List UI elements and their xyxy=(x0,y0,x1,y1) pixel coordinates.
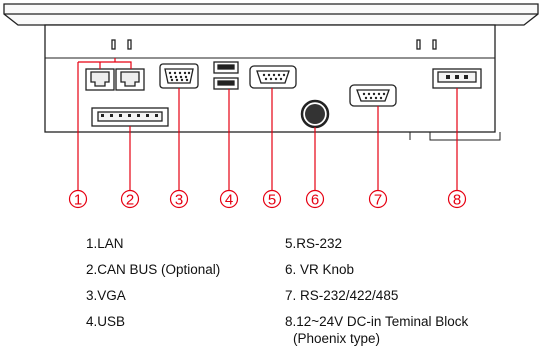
legend-item-vr-knob: 6. VR Knob xyxy=(285,262,355,277)
callout-markers: 1 2 3 4 5 6 7 8 xyxy=(68,189,467,209)
callout-4: 4 xyxy=(219,189,239,209)
legend-item-can-bus: 2.CAN BUS (Optional) xyxy=(86,262,221,277)
legend-item-usb: 4.USB xyxy=(86,314,126,329)
callout-2-number: 2 xyxy=(126,192,134,209)
callout-1-number: 1 xyxy=(74,192,82,209)
dc-in-terminal-block xyxy=(432,68,482,89)
callout-6: 6 xyxy=(305,189,325,209)
callout-6-number: 6 xyxy=(311,192,319,209)
device-bezel xyxy=(3,3,539,26)
legend-item-vga: 3.VGA xyxy=(86,288,126,303)
leader-1 xyxy=(77,58,132,190)
callout-8-number: 8 xyxy=(453,192,461,209)
callout-7: 7 xyxy=(368,189,388,209)
callout-8: 8 xyxy=(447,189,467,209)
vr-knob xyxy=(300,99,330,129)
mounting-slots xyxy=(111,39,437,50)
legend-item-dc-in: 8.12~24V DC-in Teminal Block xyxy=(285,314,469,329)
callout-leader-lines xyxy=(77,58,458,190)
legend-item-rs232-422-485: 7. RS-232/422/485 xyxy=(285,288,399,303)
callout-1: 1 xyxy=(68,189,88,209)
callout-5-number: 5 xyxy=(268,192,276,209)
rs232-port xyxy=(249,65,297,89)
usb-ports xyxy=(213,61,239,90)
legend-item-rs232: 5.RS-232 xyxy=(285,236,343,251)
legend-item-dc-in-type: (Phoenix type) xyxy=(293,331,381,346)
vga-port xyxy=(159,63,199,89)
callout-5: 5 xyxy=(262,189,282,209)
rs232-422-485-port xyxy=(349,84,397,107)
callout-7-number: 7 xyxy=(374,192,382,209)
callout-3: 3 xyxy=(169,189,189,209)
can-bus-terminal-block xyxy=(91,107,169,127)
legend-item-lan: 1.LAN xyxy=(86,236,124,251)
callout-2: 2 xyxy=(120,189,140,209)
callout-4-number: 4 xyxy=(225,192,233,209)
callout-3-number: 3 xyxy=(175,192,183,209)
